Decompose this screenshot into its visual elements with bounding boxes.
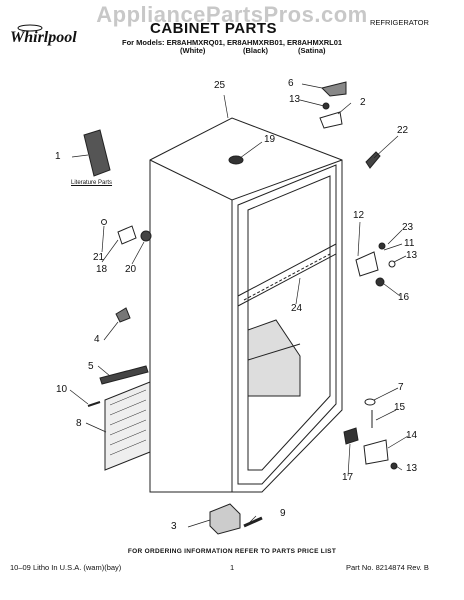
- brand-text: Whirlpool: [10, 29, 77, 46]
- callout-17: 17: [342, 472, 354, 483]
- callout-23: 23: [402, 222, 414, 233]
- callout-13b: 13: [406, 250, 418, 261]
- callout-1: 1: [55, 151, 61, 162]
- page-title: CABINET PARTS: [150, 20, 278, 37]
- callout-9: 9: [280, 508, 286, 519]
- callout-16: 16: [398, 292, 410, 303]
- callout-25: 25: [214, 80, 226, 91]
- callout-13c: 13: [406, 463, 418, 474]
- callout-24: 24: [291, 303, 303, 314]
- callout-14: 14: [406, 430, 418, 441]
- callout-15: 15: [394, 402, 406, 413]
- divider-rail: [237, 243, 337, 307]
- callout-12: 12: [353, 210, 365, 221]
- callout-18: 18: [96, 264, 108, 275]
- literature-booklet: [83, 129, 111, 177]
- color-white: (White): [180, 46, 206, 55]
- callout-7: 7: [398, 382, 404, 393]
- watermark: AppliancePartsPros.com: [96, 2, 368, 27]
- callout-19: 19: [264, 134, 276, 145]
- callout-11: 11: [404, 238, 415, 249]
- callout-3: 3: [171, 521, 177, 532]
- litho-info: 10–09 Litho In U.S.A. (wam)(bay): [10, 563, 122, 572]
- callout-13a: 13: [289, 94, 301, 105]
- color-satina: (Satina): [298, 46, 326, 55]
- callout-4: 4: [94, 334, 100, 345]
- callout-21: 21: [93, 252, 105, 263]
- callout-10: 10: [56, 384, 68, 395]
- whirlpool-logo: Whirlpool: [10, 24, 110, 46]
- callout-2: 2: [360, 97, 366, 108]
- callout-6: 6: [288, 78, 294, 89]
- leveler-part: [209, 503, 241, 535]
- part-number: Part No. 8214874 Rev. B: [346, 563, 429, 572]
- appliance-type: REFRIGERATOR: [370, 18, 429, 27]
- ordering-note: FOR ORDERING INFORMATION REFER TO PARTS …: [127, 548, 337, 555]
- page-number: 1: [230, 563, 235, 572]
- callout-5: 5: [88, 361, 94, 372]
- rear-grille: [104, 381, 151, 471]
- color-black: (Black): [243, 46, 269, 55]
- callout-8: 8: [76, 418, 82, 429]
- callout-22: 22: [397, 125, 409, 136]
- models-line: For Models: ER8AHMXRQ01, ER8AHMXRB01, ER…: [122, 38, 343, 47]
- literature-label: Literature Parts: [71, 180, 113, 186]
- callout-20: 20: [125, 264, 137, 275]
